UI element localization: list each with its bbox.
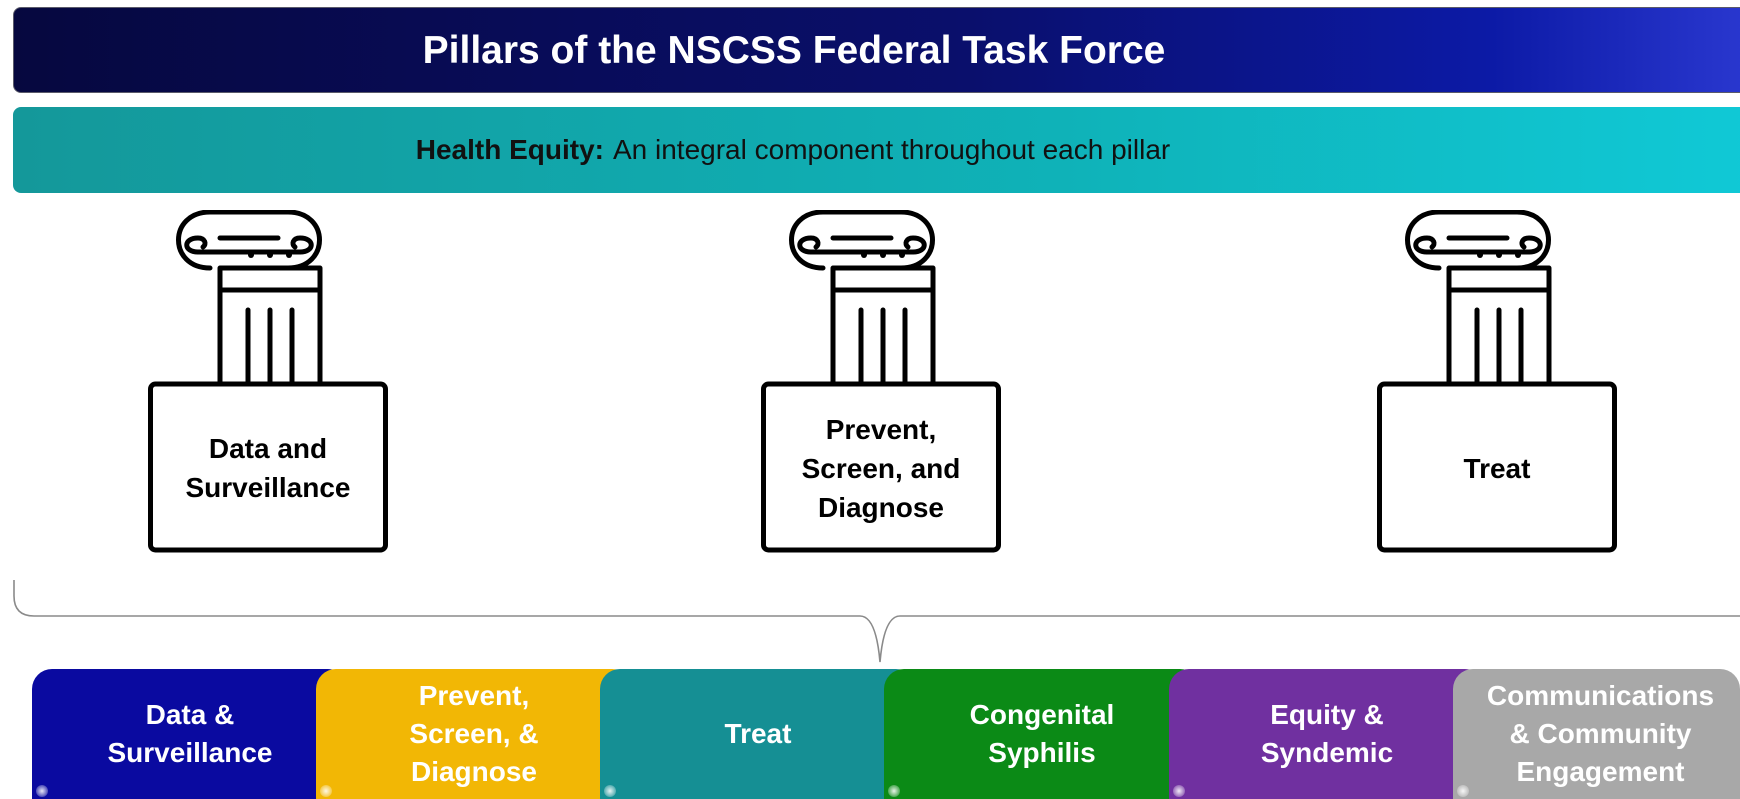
tab-communications-community-engagement: Communications & Community Engagement (1453, 669, 1740, 799)
column-icon (148, 210, 388, 553)
pillar-prevent-screen-diagnose: Prevent, Screen, and Diagnose (761, 210, 1001, 555)
pillar-label: Treat (1463, 452, 1531, 484)
page-title: Pillars of the NSCSS Federal Task Force (422, 29, 1166, 72)
column-icon (761, 210, 1001, 553)
pillar-data-surveillance: Data and Surveillance (148, 210, 388, 555)
health-equity-text: An integral component throughout each pi… (612, 134, 1171, 165)
pillar-label: Prevent, Screen, and Diagnose (801, 413, 961, 523)
brace-icon (13, 580, 1740, 663)
tab-equity-syndemic: Equity & Syndemic (1169, 669, 1485, 799)
column-icon (1377, 210, 1617, 553)
tab-treat: Treat (600, 669, 916, 799)
workgroup-tabs: Data & Surveillance Prevent, Screen, & D… (32, 669, 1740, 799)
health-equity-banner: Health Equity: An integral component thr… (13, 107, 1740, 193)
title-banner: Pillars of the NSCSS Federal Task Force (13, 7, 1740, 93)
pillar-treat: Treat (1377, 210, 1617, 555)
tab-congenital-syphilis: Congenital Syphilis (884, 669, 1200, 799)
pillar-label: Data and Surveillance (185, 433, 351, 503)
tab-data-surveillance: Data & Surveillance (32, 669, 348, 799)
tab-prevent-screen-diagnose: Prevent, Screen, & Diagnose (316, 669, 632, 799)
health-equity-label: Health Equity: (415, 134, 604, 165)
